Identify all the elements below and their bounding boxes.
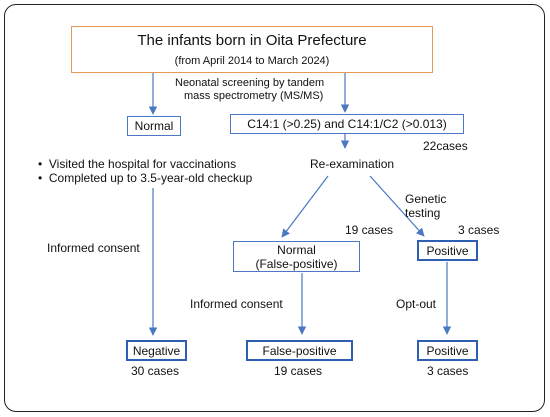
informed-consent-mid-label: Informed consent bbox=[190, 297, 283, 311]
bullet-dot-icon: • bbox=[38, 171, 49, 185]
cases-19-mid-label: 19 cases bbox=[345, 223, 394, 237]
bullet-item-2: • Completed up to 3.5-year-old checkup bbox=[38, 171, 253, 186]
bullet-dot-icon: • bbox=[38, 157, 49, 171]
normal-fp-line1: Normal bbox=[277, 242, 316, 257]
cases-30-label: 30 cases bbox=[131, 364, 180, 378]
bullet-text-2: Completed up to 3.5-year-old checkup bbox=[48, 171, 253, 185]
population-subtitle: (from April 2014 to March 2024) bbox=[174, 54, 330, 67]
false-positive-label: False-positive bbox=[262, 343, 337, 358]
false-positive-box: False-positive bbox=[246, 340, 353, 361]
cases-3-final-label: 3 cases bbox=[427, 364, 469, 378]
negative-label: Negative bbox=[132, 343, 181, 358]
positive-final-box: Positive bbox=[417, 340, 478, 361]
normal-box: Normal bbox=[127, 116, 181, 136]
negative-box: Negative bbox=[126, 340, 187, 361]
cases-3-mid-label: 3 cases bbox=[458, 223, 500, 237]
informed-consent-left-label: Informed consent bbox=[47, 241, 140, 255]
positive-mid-box: Positive bbox=[417, 240, 478, 261]
normal-false-positive-box: Normal (False-positive) bbox=[233, 241, 360, 272]
diagram-frame bbox=[4, 4, 545, 412]
normal-fp-line2: (False-positive) bbox=[255, 256, 338, 271]
positive-mid-label: Positive bbox=[426, 243, 469, 258]
population-title: The infants born in Oita Prefecture bbox=[137, 31, 367, 49]
screening-label-line2: mass spectrometry (MS/MS) bbox=[184, 90, 324, 102]
cases-19-final-label: 19 cases bbox=[274, 364, 323, 378]
criteria-box-label: C14:1 (>0.25) and C14:1/C2 (>0.013) bbox=[247, 117, 447, 131]
normal-box-label: Normal bbox=[134, 119, 174, 133]
arrow-reexam-to-normal-fp bbox=[281, 175, 329, 238]
genetic-testing-line2: testing bbox=[405, 206, 441, 220]
screening-label-line1: Neonatal screening by tandem bbox=[175, 77, 325, 89]
opt-out-label: Opt-out bbox=[396, 297, 437, 311]
reexamination-label: Re-examination bbox=[310, 157, 395, 171]
positive-final-label: Positive bbox=[426, 343, 469, 358]
criteria-box: C14:1 (>0.25) and C14:1/C2 (>0.013) bbox=[230, 114, 464, 134]
genetic-testing-line1: Genetic bbox=[405, 192, 447, 206]
population-box: The infants born in Oita Prefecture (fro… bbox=[71, 26, 433, 73]
arrow-reexam-to-positive bbox=[369, 175, 425, 237]
bullet-text-1: Visited the hospital for vaccinations bbox=[48, 157, 237, 171]
cases-22-label: 22cases bbox=[423, 139, 468, 153]
bullet-item-1: • Visited the hospital for vaccinations bbox=[38, 157, 237, 172]
